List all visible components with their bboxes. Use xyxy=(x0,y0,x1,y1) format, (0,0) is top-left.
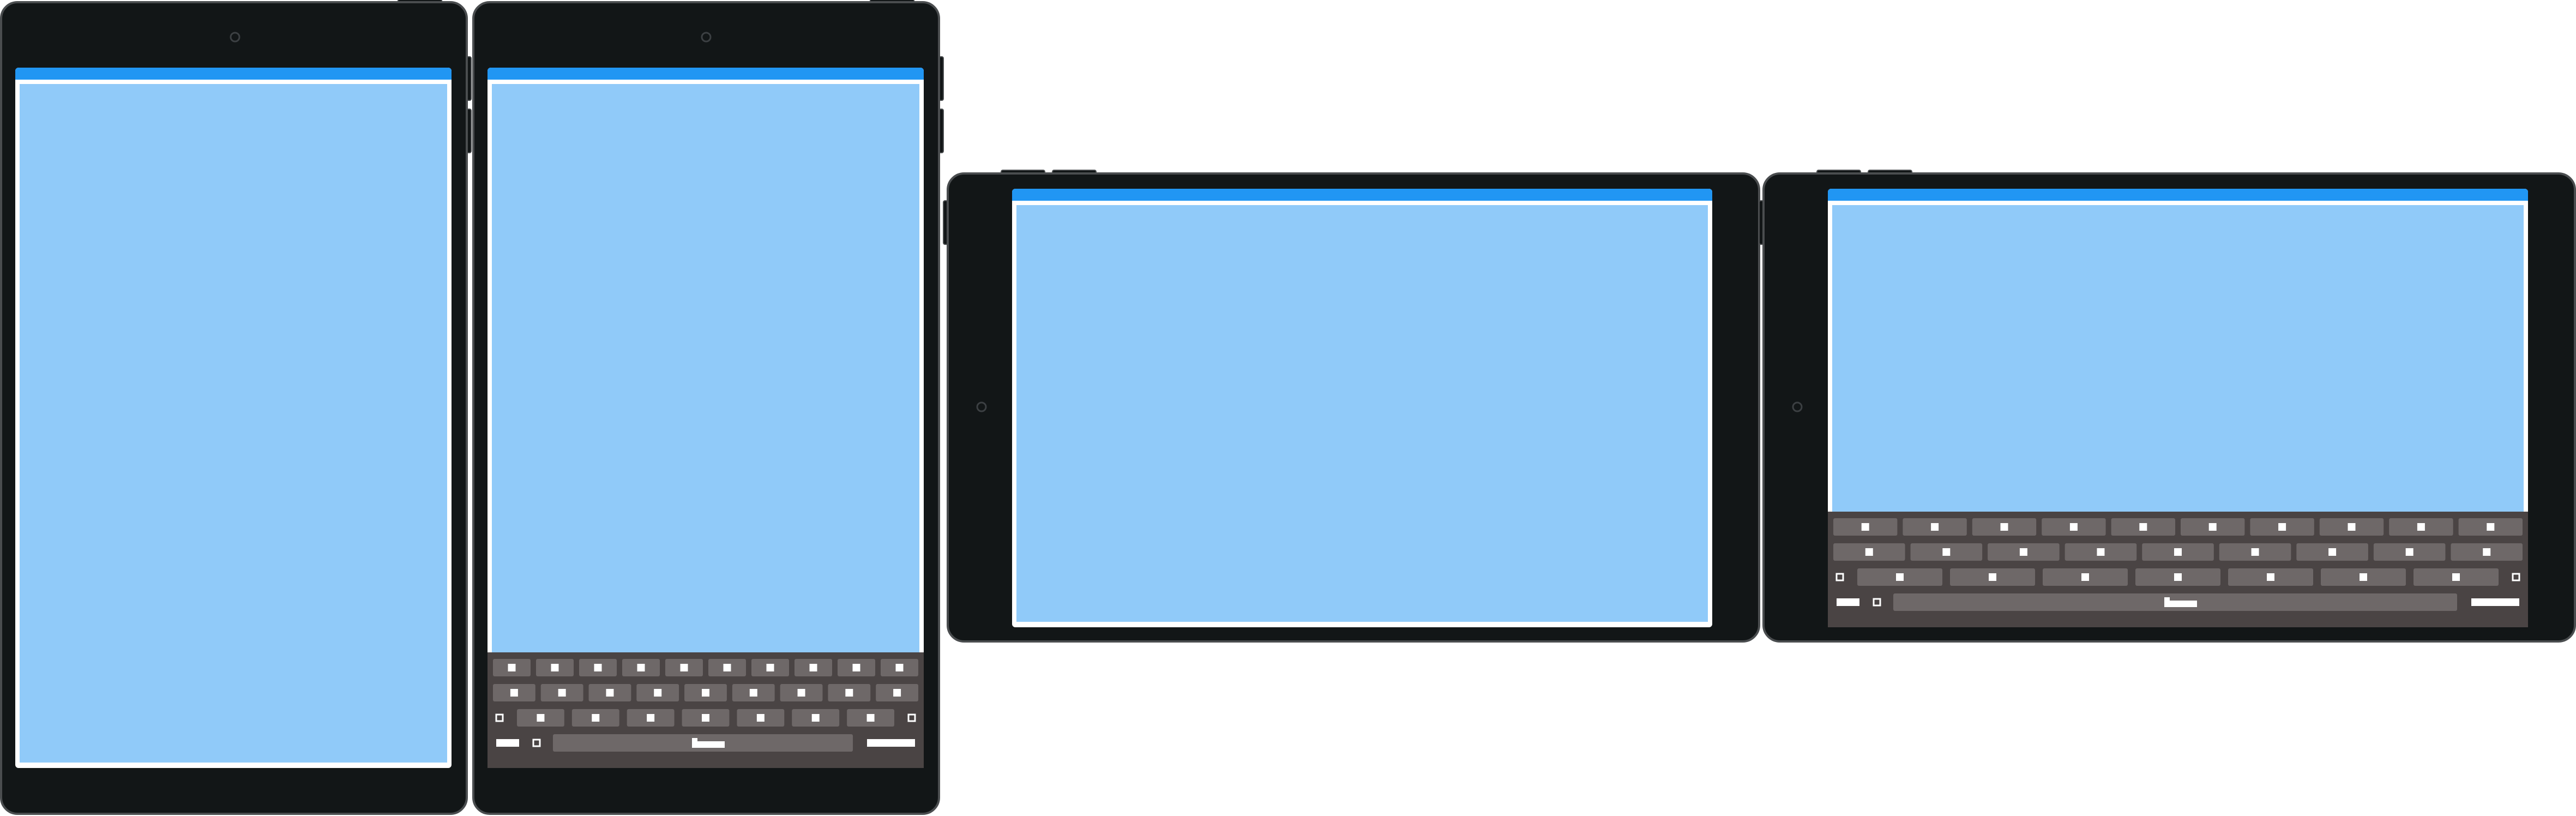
camera-icon xyxy=(976,401,987,412)
device-tablet-portrait-keyboard xyxy=(472,0,944,815)
key-glyph xyxy=(2174,573,2182,581)
key-glyph xyxy=(756,714,765,722)
key-glyph xyxy=(558,689,566,697)
key-glyph xyxy=(2328,548,2337,556)
device-tablet-portrait xyxy=(0,0,472,815)
camera-icon xyxy=(701,32,712,43)
key-glyph xyxy=(2348,523,2356,531)
key-glyph xyxy=(508,664,516,671)
key-glyph xyxy=(723,664,731,671)
key-glyph xyxy=(702,689,709,697)
key-glyph xyxy=(2405,548,2414,556)
space-bar-glyph xyxy=(2164,601,2197,607)
shift-key-glyph xyxy=(495,713,504,722)
key-glyph xyxy=(637,664,645,671)
key-glyph xyxy=(2360,573,2367,581)
enter-key-glyph xyxy=(867,739,915,747)
key-glyph xyxy=(1865,548,1873,556)
numbers-key-glyph xyxy=(1837,598,1859,606)
status-bar-fill xyxy=(1828,194,2528,201)
soft-keyboard xyxy=(1828,512,2528,627)
key-glyph xyxy=(2139,523,2147,531)
shift-key-glyph xyxy=(1835,573,1844,581)
key-glyph xyxy=(1942,548,1951,556)
key-glyph xyxy=(845,689,853,697)
backspace-key-glyph xyxy=(2512,573,2520,581)
key-glyph xyxy=(551,664,559,671)
key-glyph xyxy=(594,664,602,671)
key-glyph xyxy=(2487,523,2495,531)
device-tablet-landscape xyxy=(943,170,1760,643)
key-glyph xyxy=(797,689,805,697)
key-glyph xyxy=(510,689,518,697)
status-bar-fill xyxy=(487,73,924,80)
key-glyph xyxy=(1861,523,1869,531)
key-glyph xyxy=(1896,573,1904,581)
key-glyph xyxy=(2251,548,2259,556)
key-glyph xyxy=(766,664,774,671)
camera-icon xyxy=(1792,401,1803,412)
soft-keyboard xyxy=(487,652,924,768)
key-glyph xyxy=(2278,523,2286,531)
app-content-area xyxy=(492,84,919,652)
key-glyph xyxy=(749,689,757,697)
key-glyph xyxy=(2208,523,2217,531)
key-glyph xyxy=(2483,548,2491,556)
app-content-area xyxy=(20,84,447,763)
enter-key-glyph xyxy=(2471,598,2519,606)
key-glyph xyxy=(2452,573,2460,581)
key-glyph xyxy=(2417,523,2425,531)
key-glyph xyxy=(2174,548,2182,556)
key-glyph xyxy=(592,714,600,722)
key-glyph xyxy=(537,714,545,722)
device-tablet-landscape-keyboard xyxy=(1759,170,2576,643)
space-bar-glyph xyxy=(692,741,725,748)
key-glyph xyxy=(811,714,820,722)
key-glyph xyxy=(1931,523,1939,531)
key-glyph xyxy=(866,714,875,722)
key-glyph xyxy=(895,664,904,671)
space-bar-mark xyxy=(692,738,697,743)
key-glyph xyxy=(852,664,860,671)
camera-icon xyxy=(230,32,240,43)
key-glyph xyxy=(654,689,662,697)
key-glyph xyxy=(2267,573,2274,581)
key-glyph xyxy=(2069,523,2078,531)
key-glyph xyxy=(2000,523,2008,531)
status-bar-fill xyxy=(1012,194,1712,201)
numbers-key-glyph xyxy=(496,739,519,747)
key-glyph xyxy=(893,689,901,697)
status-bar-fill xyxy=(15,73,452,80)
key-glyph xyxy=(702,714,709,722)
key-glyph xyxy=(680,664,688,671)
key-glyph xyxy=(2019,548,2027,556)
key-glyph xyxy=(1989,573,1996,581)
key-glyph xyxy=(647,714,655,722)
key-glyph xyxy=(2097,548,2105,556)
backspace-key-glyph xyxy=(907,713,916,722)
app-content-area xyxy=(1016,205,1708,622)
app-content-area xyxy=(1832,205,2524,512)
space-bar-mark xyxy=(2164,597,2170,603)
key-glyph xyxy=(606,689,614,697)
emoji-key-glyph xyxy=(532,739,541,747)
key-glyph xyxy=(2081,573,2089,581)
emoji-key-glyph xyxy=(1873,598,1881,607)
key-glyph xyxy=(809,664,817,671)
